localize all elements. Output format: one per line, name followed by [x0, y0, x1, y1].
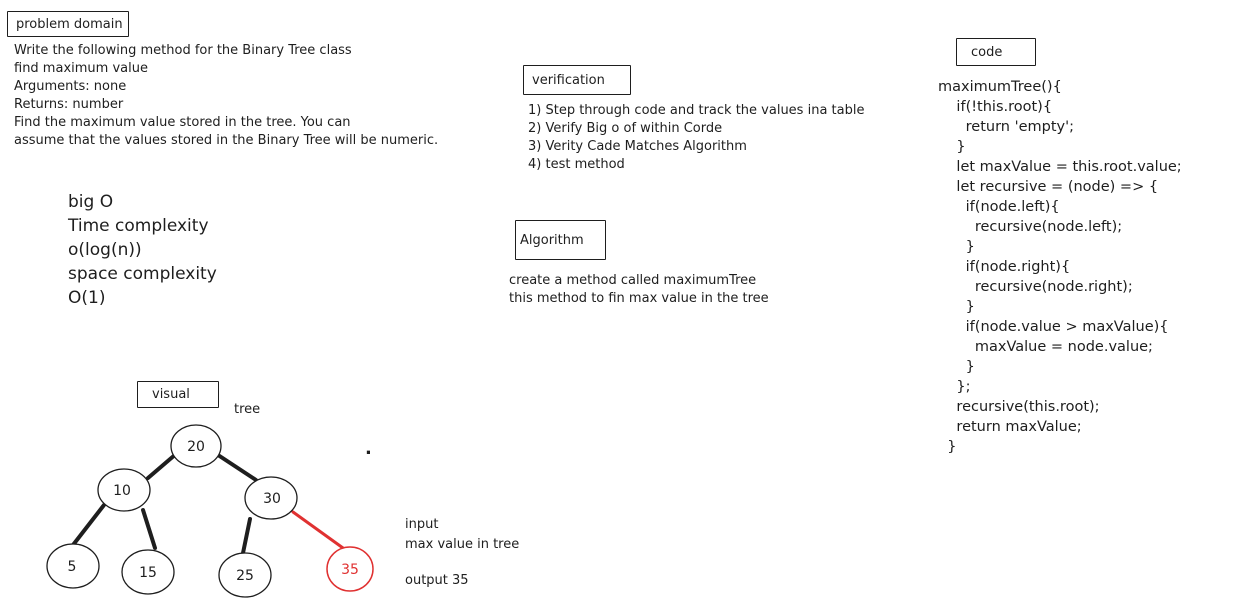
node-value: 35 — [341, 562, 359, 578]
node-circle — [121, 549, 175, 595]
algorithm-line: this method to fin max value in the tree — [509, 291, 769, 306]
code-line: recursive(node.left); — [938, 219, 1123, 235]
problem-line: Arguments: none — [14, 79, 127, 94]
node-circle — [326, 546, 374, 592]
node-circle — [46, 543, 100, 589]
tree-node-10: 10 — [97, 468, 151, 512]
code-title-box: code — [956, 38, 1036, 66]
code-line: recursive(this.root); — [938, 399, 1100, 415]
code-title: code — [971, 44, 1003, 60]
node-circle — [97, 468, 151, 512]
tree-node-5: 5 — [46, 543, 100, 589]
code-line: }; — [938, 379, 971, 395]
code-line: if(node.right){ — [938, 259, 1071, 275]
tree-node-15: 15 — [121, 549, 175, 595]
visual-title: visual — [152, 387, 190, 402]
code-line: } — [938, 299, 975, 315]
problem-line: Find the maximum value stored in the tre… — [14, 115, 351, 130]
verification-title-box: verification — [523, 65, 631, 95]
node-value: 5 — [68, 559, 77, 575]
node-value: 25 — [236, 568, 254, 584]
code-line: maximumTree(){ — [938, 79, 1062, 95]
visual-title-box: visual — [137, 381, 219, 408]
algorithm-title: Algorithm — [520, 232, 584, 248]
edge-30-25 — [241, 517, 252, 555]
tree-label: tree — [234, 402, 261, 417]
big-o-line: big O — [68, 192, 114, 212]
verification-step: 3) Verity Cade Matches Algorithm — [528, 139, 747, 154]
input-label: input — [405, 517, 439, 532]
big-o-line: O(1) — [68, 288, 106, 308]
code-line: if(node.left){ — [938, 199, 1060, 215]
verification-step: 1) Step through code and track the value… — [528, 103, 865, 118]
verification-step: 4) test method — [528, 157, 625, 172]
node-value: 20 — [187, 439, 205, 455]
problem-domain-title-box: problem domain — [7, 11, 129, 37]
code-line: recursive(node.right); — [938, 279, 1133, 295]
verification-steps: 1) Step through code and track the value… — [528, 102, 864, 174]
tree-node-30: 30 — [244, 476, 298, 520]
code-listing: maximumTree(){ if(!this.root){ return 'e… — [938, 77, 1182, 457]
code-line: } — [938, 239, 975, 255]
problem-line: assume that the values stored in the Bin… — [14, 133, 439, 148]
code-line: return maxValue; — [938, 419, 1082, 435]
verification-title: verification — [532, 72, 605, 88]
stray-dot: . — [365, 438, 372, 459]
problem-line: find maximum value — [14, 61, 148, 76]
code-line: return 'empty'; — [938, 119, 1074, 135]
input-value: max value in tree — [405, 537, 520, 552]
big-o-line: space complexity — [68, 264, 217, 284]
big-o-notes: big O Time complexity o(log(n)) space co… — [68, 190, 217, 310]
tree-node-35: 35 — [326, 546, 374, 592]
tree-node-25: 25 — [218, 552, 272, 598]
node-circle — [244, 476, 298, 520]
algorithm-line: create a method called maximumTree — [509, 273, 757, 288]
big-o-line: o(log(n)) — [68, 240, 142, 260]
code-line: maxValue = node.value; — [938, 339, 1153, 355]
tree-edges — [71, 452, 345, 555]
edge-10-15 — [141, 508, 157, 550]
node-value: 15 — [139, 565, 157, 581]
edge-30-35 — [291, 510, 345, 550]
edge-10-5 — [71, 503, 106, 547]
algorithm-description: create a method called maximumTree this … — [509, 272, 769, 308]
code-line: } — [938, 439, 957, 455]
node-value: 10 — [113, 483, 131, 499]
tree-node-20: 20 — [170, 424, 222, 468]
code-line: let recursive = (node) => { — [938, 179, 1159, 195]
algorithm-title-box: Algorithm — [515, 220, 606, 260]
code-line: if(!this.root){ — [938, 99, 1053, 115]
code-line: } — [938, 139, 966, 155]
node-circle — [218, 552, 272, 598]
output-label: output 35 — [405, 573, 469, 588]
problem-description: Write the following method for the Binar… — [14, 42, 438, 150]
verification-step: 2) Verify Big o of within Corde — [528, 121, 723, 136]
node-circle — [170, 424, 222, 468]
code-line: let maxValue = this.root.value; — [938, 159, 1182, 175]
big-o-line: Time complexity — [68, 216, 209, 236]
node-value: 30 — [263, 491, 281, 507]
problem-line: Returns: number — [14, 97, 124, 112]
problem-line: Write the following method for the Binar… — [14, 43, 352, 58]
edge-20-30 — [216, 453, 258, 482]
problem-domain-title: problem domain — [16, 16, 123, 32]
code-line: if(node.value > maxValue){ — [938, 319, 1169, 335]
edge-20-10 — [146, 452, 178, 480]
code-line: } — [938, 359, 975, 375]
